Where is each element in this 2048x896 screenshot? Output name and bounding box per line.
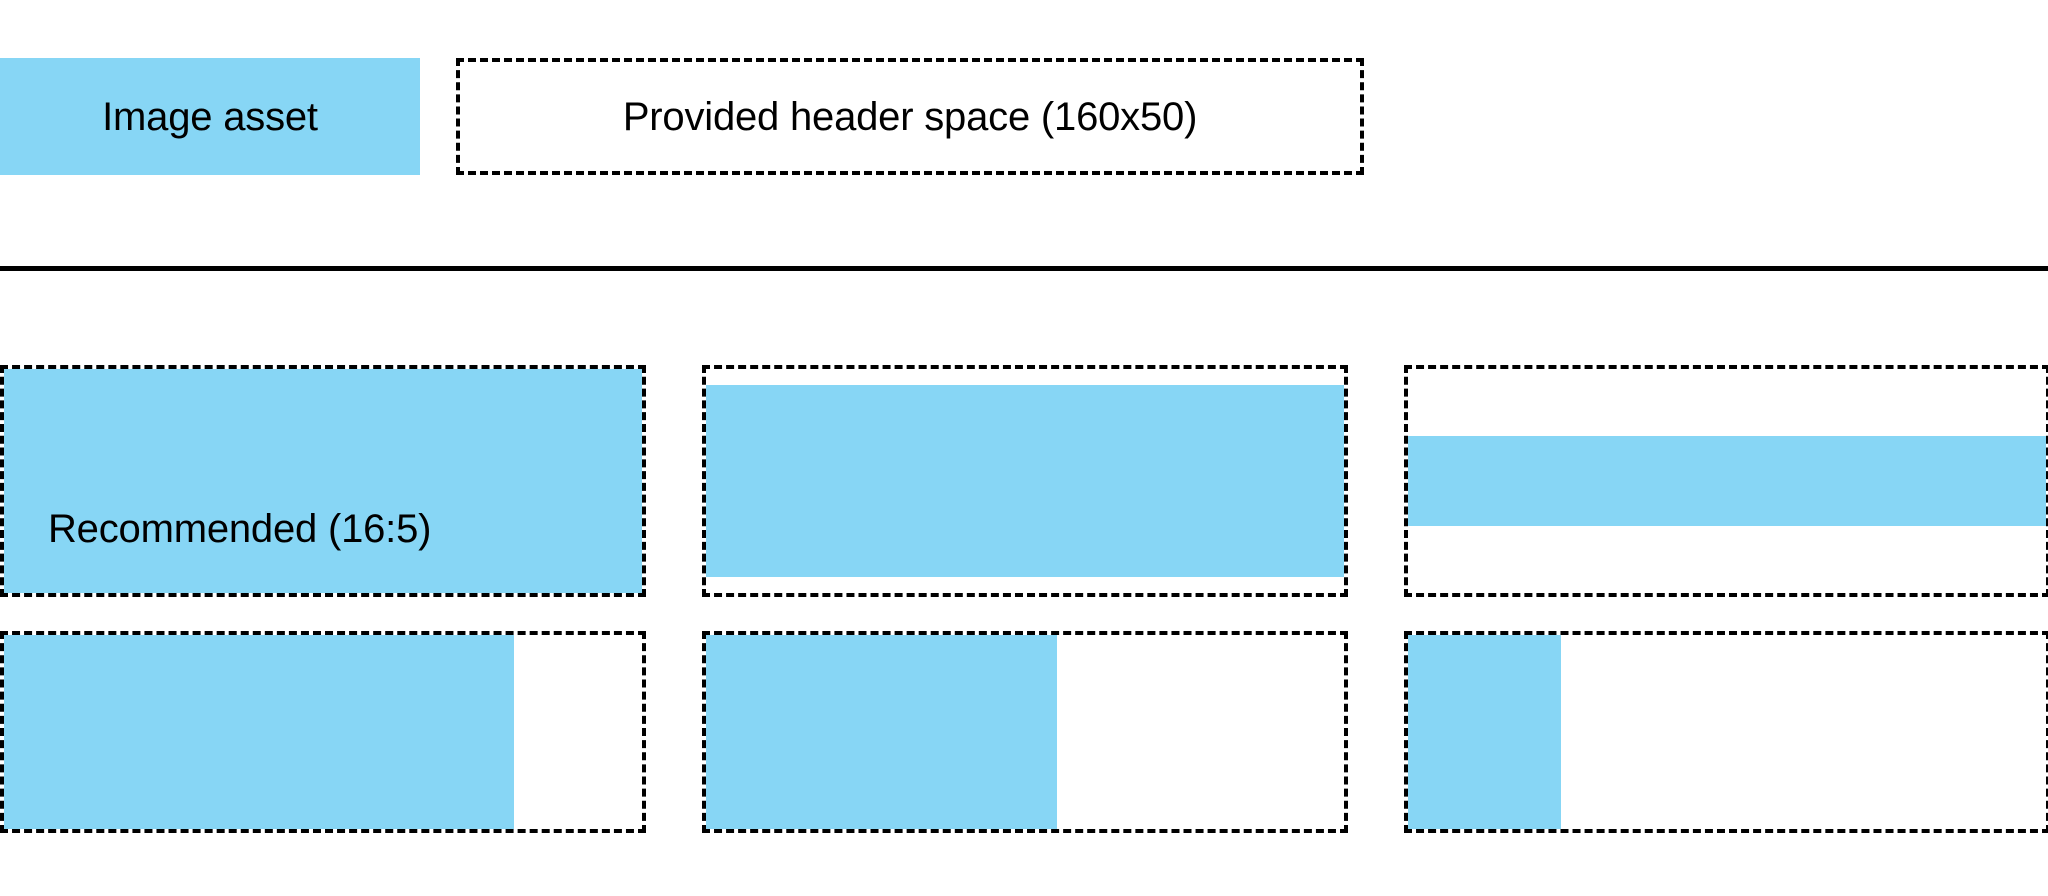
legend-image-asset-swatch: Image asset xyxy=(0,58,420,175)
legend-image-asset-label: Image asset xyxy=(102,94,318,139)
asset-ratio-cell xyxy=(1404,365,2048,597)
asset-ratio-cell: Recommended (16:5) xyxy=(0,365,646,597)
asset-fill xyxy=(4,369,642,593)
section-divider xyxy=(0,266,2048,271)
asset-fill xyxy=(706,635,1057,829)
asset-ratio-cell-label: Recommended (16:5) xyxy=(48,507,432,551)
legend-header-space-box: Provided header space (160x50) xyxy=(456,58,1364,175)
legend-header-space-label: Provided header space (160x50) xyxy=(622,94,1198,139)
asset-ratio-cell xyxy=(702,631,1348,833)
asset-ratio-cell xyxy=(0,631,646,833)
asset-fill xyxy=(1408,635,1562,829)
asset-ratio-cell xyxy=(1404,631,2048,833)
asset-ratio-row xyxy=(0,631,2048,833)
asset-fill xyxy=(1408,436,2046,526)
asset-fill xyxy=(706,384,1344,578)
asset-ratio-cell xyxy=(702,365,1348,597)
legend: Image asset Provided header space (160x5… xyxy=(0,58,1365,175)
asset-fill xyxy=(4,635,515,829)
asset-ratio-row: Recommended (16:5) xyxy=(0,365,2048,597)
